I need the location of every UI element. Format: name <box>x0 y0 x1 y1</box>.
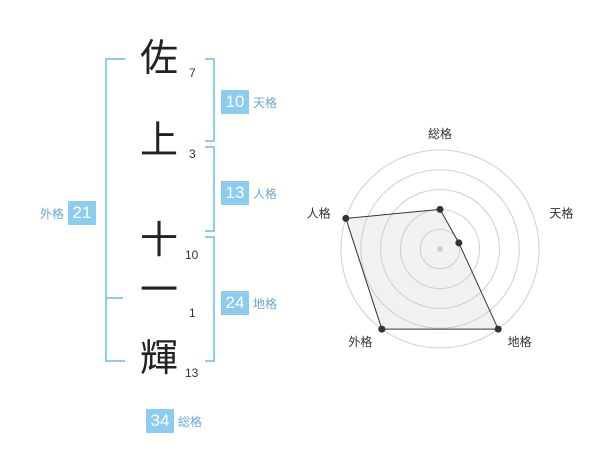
jinkaku-label: 人格 <box>253 186 278 201</box>
chikaku-bracket <box>205 236 215 362</box>
stroke-count-2: 3 <box>189 147 196 161</box>
radar-point-3 <box>494 325 502 333</box>
stroke-count-4: 1 <box>189 306 196 320</box>
radar-ring <box>380 189 500 309</box>
jinkaku-value: 13 <box>221 181 249 205</box>
tenkaku-bracket <box>205 58 215 142</box>
stroke-count-5: 13 <box>185 366 199 380</box>
name-char-2: 上 <box>139 118 178 162</box>
gaikaku-bracket-divider <box>105 297 123 299</box>
radar-point-1 <box>436 205 444 213</box>
radar-axis-label: 外格 <box>348 334 372 349</box>
gaikaku-badge: 外格 21 <box>40 201 97 225</box>
radar-axis-label: 総格 <box>428 126 452 141</box>
jinkaku-bracket <box>205 146 215 232</box>
soukaku-label: 総格 <box>178 414 203 429</box>
soukaku-value: 34 <box>146 409 174 433</box>
radar-axis-label: 地格 <box>508 334 532 349</box>
name-char-1: 佐 <box>139 36 178 80</box>
chikaku-value: 24 <box>221 291 249 315</box>
tenkaku-badge: 10 天格 <box>221 90 277 114</box>
radar-ring <box>419 228 461 270</box>
tenkaku-label: 天格 <box>253 95 278 110</box>
gaikaku-value: 21 <box>68 201 97 225</box>
name-char-4: 一 <box>139 268 178 312</box>
radar-point-2 <box>455 239 463 247</box>
chikaku-badge: 24 地格 <box>221 291 277 315</box>
radar-point-5 <box>342 214 350 222</box>
radar-series-polygon <box>345 208 499 330</box>
gaikaku-label: 外格 <box>40 206 65 221</box>
radar-axis-label: 天格 <box>549 205 573 220</box>
name-char-3: 十 <box>139 218 178 262</box>
stroke-count-3: 10 <box>185 248 199 262</box>
jinkaku-badge: 13 人格 <box>221 181 277 205</box>
radar-point-4 <box>378 325 386 333</box>
gaikaku-bracket <box>105 58 125 362</box>
soukaku-badge: 34 総格 <box>146 409 202 433</box>
chikaku-label: 地格 <box>253 296 278 311</box>
stroke-count-1: 7 <box>189 66 196 80</box>
tenkaku-value: 10 <box>221 90 249 114</box>
radar-center-dot <box>437 246 443 252</box>
radar-ring <box>360 169 520 329</box>
name-char-5: 輝 <box>139 336 178 380</box>
radar-axis-label: 人格 <box>307 205 331 220</box>
